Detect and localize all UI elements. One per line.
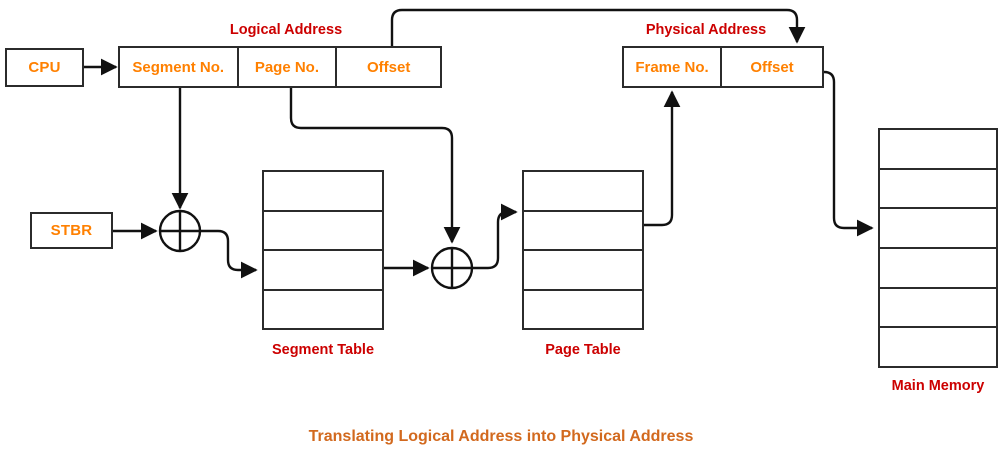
physical-address-label: Physical Address — [645, 22, 767, 38]
logical-address-label: Logical Address — [229, 22, 343, 38]
segment-table[interactable] — [262, 170, 384, 330]
table-row — [880, 328, 996, 366]
page-table[interactable] — [522, 170, 644, 330]
physical-address-row: Frame No. Offset — [622, 46, 824, 88]
table-row — [264, 172, 382, 212]
cpu-block[interactable]: CPU — [5, 48, 84, 87]
table-row — [880, 170, 996, 210]
wire-page-table-to-frame-no — [644, 90, 681, 227]
wire-adder-to-page-table — [473, 203, 518, 270]
field-frame-no[interactable]: Frame No. — [624, 48, 723, 86]
wire-physical-address-to-main-memory — [823, 70, 874, 237]
table-row — [524, 212, 642, 251]
table-row — [880, 209, 996, 250]
stbr-block[interactable]: STBR — [30, 212, 113, 249]
table-row — [880, 249, 996, 289]
segment-table-caption: Segment Table — [271, 342, 375, 358]
table-row — [264, 291, 382, 329]
main-memory[interactable] — [878, 128, 998, 368]
table-row — [524, 172, 642, 212]
table-row — [264, 251, 382, 291]
table-row — [524, 291, 642, 329]
page-table-caption: Page Table — [545, 342, 621, 358]
field-physical-offset[interactable]: Offset — [750, 58, 794, 76]
table-row — [524, 251, 642, 291]
logical-address-row: Segment No. Page No. Offset — [118, 46, 442, 88]
table-row — [264, 212, 382, 251]
page-table-adder — [430, 246, 474, 290]
field-segment-no[interactable]: Segment No. — [120, 48, 239, 86]
field-page-no[interactable]: Page No. — [239, 48, 338, 86]
diagram-caption: Translating Logical Address into Physica… — [308, 428, 694, 445]
main-memory-caption: Main Memory — [891, 378, 985, 394]
table-row — [880, 289, 996, 329]
segment-table-adder — [158, 209, 202, 253]
wire-adder-to-segment-table — [201, 229, 258, 279]
table-row — [880, 130, 996, 170]
field-logical-offset[interactable]: Offset — [366, 58, 411, 76]
